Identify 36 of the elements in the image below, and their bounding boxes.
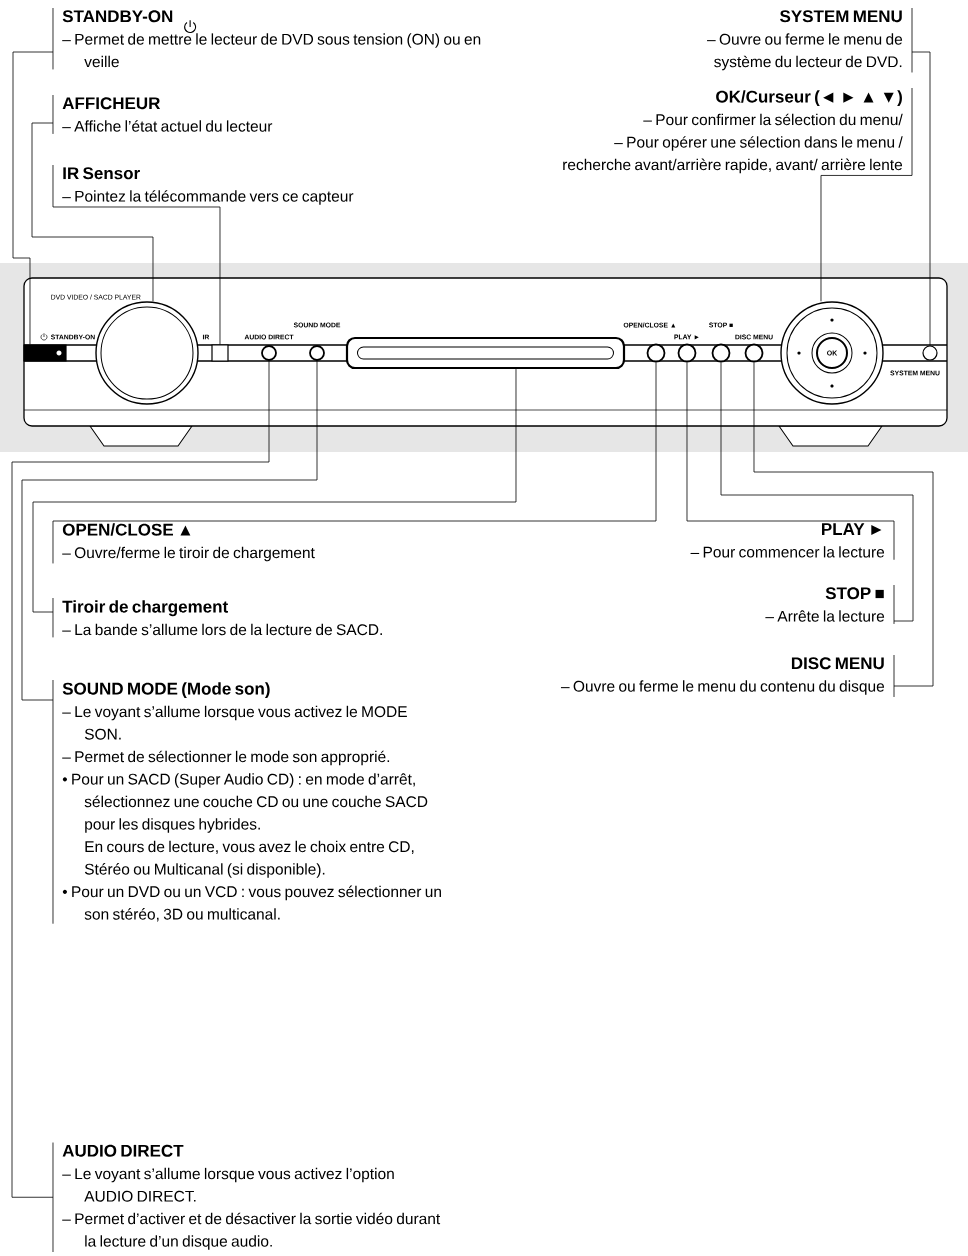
- round-button: [646, 343, 666, 363]
- callout: SOUND MODE (Mode son) – Le voyant s’allume lorsque vous activez le MODE SON. – Permet de sélectionner le mode son approprié. • Pour un SACD (Super Audio CD) : en mode d’arrêt, sélectionnez une couche CD ou une couche SACD pour les disques hybrides. En cours de lecture, vous avez le choix entre CD, Stéréo ou Multicanal (si disponible). • Pour un DVD ou un VCD : vous pouvez sélectionner un son stéréo, 3D ou multicanal.: [52, 679, 441, 925]
- leader-line: [911, 51, 931, 346]
- callout: PLAY ► – Pour commencer la lecture: [690, 520, 895, 561]
- callout: STANDBY-ON – Permet de mettre le lecteur de DVD sous tension (ON) ou en veille: [52, 7, 481, 70]
- callout: AUDIO DIRECT – Le voyant s’allume lorsque vous activez l’option AUDIO DIRECT. – Permet d’activer et de désactiver la sortie vidéo durant la lecture d’un disque audio.: [52, 1142, 441, 1253]
- callout: DISC MENU – Ouvre ou ferme le menu du contenu du disque: [560, 654, 895, 698]
- callout: SYSTEM MENU – Ouvre ou ferme le menu de système du lecteur de DVD.: [707, 7, 913, 73]
- leader-line: [52, 206, 221, 345]
- cursor-ring: [780, 301, 884, 405]
- round-button: [309, 345, 325, 361]
- callout: IR Sensor – Pointez la télécommande vers ce capteur: [52, 164, 354, 208]
- leader-line: [720, 362, 914, 622]
- round-button: [922, 345, 938, 361]
- callout: OK/Curseur (◄ ► ▲ ▼) – Pour confirmer la sélection du menu/ – Pour opérer une sélection dans le menu / recherche avant/arrière rapide, avant/ arrière lente: [563, 87, 913, 176]
- disc-tray: [345, 336, 626, 370]
- sensor-window: [211, 344, 229, 362]
- leader-line: [12, 51, 54, 345]
- round-button: [711, 343, 731, 363]
- leader-line: [21, 360, 318, 701]
- leader-line: [820, 175, 913, 302]
- leader-line: [686, 362, 895, 522]
- leader-line: [11, 360, 270, 1198]
- round-button: [744, 343, 764, 363]
- leader-line: [52, 362, 657, 522]
- display-window: [95, 301, 199, 405]
- round-button: [261, 345, 277, 361]
- leader-line: [31, 122, 154, 302]
- callout: Tiroir de chargement – La bande s’allume lors de la lecture de SACD.: [52, 597, 382, 638]
- standby-button: [23, 344, 67, 362]
- leader-line: [753, 362, 934, 687]
- callout: STOP ■ – Arrête la lecture: [765, 584, 895, 625]
- callout: OPEN/CLOSE ▲ – Ouvre/ferme le tiroir de chargement: [52, 520, 315, 564]
- callout: AFFICHEUR – Affiche l’état actuel du lecteur: [52, 94, 273, 135]
- leader-line: [32, 368, 517, 613]
- round-button: [677, 343, 697, 363]
